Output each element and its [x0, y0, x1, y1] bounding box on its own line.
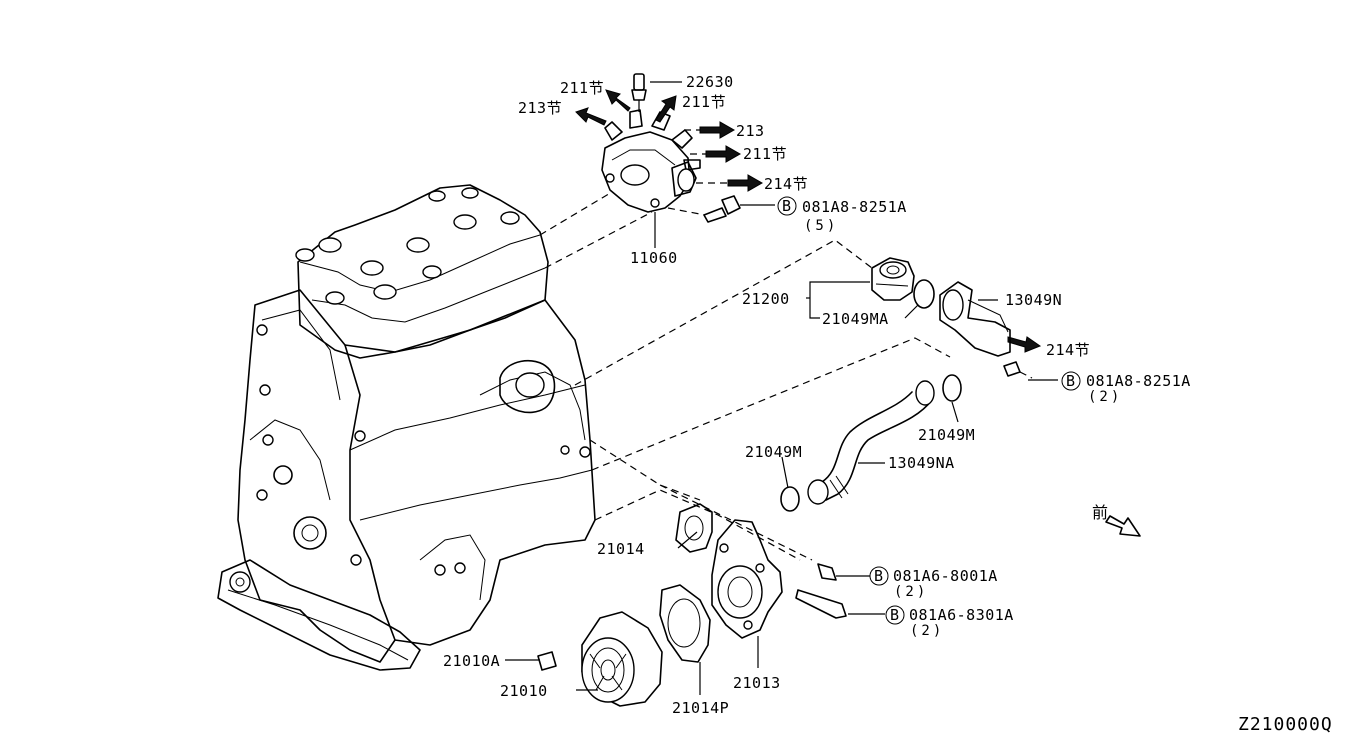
bolt-code: 081A6-8001A — [893, 567, 998, 585]
label-21049m-left: 21049M — [745, 443, 802, 461]
label-13049n: 13049N — [1005, 291, 1062, 309]
oring-21049m-top — [942, 374, 962, 402]
label-21010: 21010 — [500, 682, 548, 700]
reference-arrows — [575, 89, 1042, 353]
label-21049ma: 21049MA — [822, 310, 889, 328]
label-214-b: 214节 — [1046, 341, 1090, 359]
bolt-mark: B — [890, 606, 900, 624]
bolt-code: 081A8-8251A — [802, 198, 907, 216]
water-outlet-housing-11060 — [601, 109, 701, 213]
label-21014p: 21014P — [672, 699, 729, 717]
bolt-callout-3: B 081A6-8001A (2) — [869, 566, 998, 600]
bolt-mark: B — [782, 197, 792, 215]
bolt-mark: B — [874, 567, 884, 585]
label-13049na: 13049NA — [888, 454, 955, 472]
housing-bolt — [667, 195, 775, 223]
label-21049m-top: 21049M — [918, 426, 975, 444]
diagram-code: Z210000Q — [1238, 714, 1333, 735]
label-11060: 11060 — [630, 249, 678, 267]
cam-cover-caps — [295, 187, 520, 305]
gasket-21014p — [659, 584, 711, 663]
bolt-qty: (5) — [804, 218, 838, 234]
label-213-b: 213 — [736, 122, 765, 140]
pump-bolts — [505, 563, 885, 671]
label-213-a: 213节 — [518, 99, 562, 117]
label-211-a: 211节 — [560, 79, 604, 97]
bolt-qty: (2) — [894, 584, 928, 600]
label-21013: 21013 — [733, 674, 781, 692]
bolt-callout-4: B 081A6-8301A (2) — [885, 605, 1014, 639]
front-direction-indicator: 前 — [1092, 503, 1141, 537]
bolt-qty: (2) — [910, 623, 944, 639]
bolt-qty: (2) — [1088, 389, 1122, 405]
water-outlet-13049n — [939, 281, 1021, 377]
label-214-a: 214节 — [764, 175, 808, 193]
label-21014: 21014 — [597, 540, 645, 558]
leader-lines — [576, 212, 1058, 695]
bolt-mark: B — [1066, 372, 1076, 390]
oring-21049m-left — [780, 486, 800, 512]
front-glyph: 前 — [1092, 503, 1108, 522]
label-22630: 22630 — [686, 73, 734, 91]
water-pump-21010 — [581, 611, 663, 707]
pump-housing-21013 — [711, 519, 783, 639]
gasket-21014 — [675, 503, 713, 553]
oring-21049ma — [913, 279, 935, 309]
callout-labels: 22630 211节 213节 211节 213 211节 214节 11060… — [443, 73, 1090, 717]
bolt-code: 081A8-8251A — [1086, 372, 1191, 390]
bolt-code: 081A6-8301A — [909, 606, 1014, 624]
water-hose-13049na — [807, 380, 935, 505]
label-211-b: 211节 — [682, 93, 726, 111]
engine-block — [217, 184, 596, 671]
bolt-callout-2: B 081A8-8251A (2) — [1061, 371, 1191, 405]
label-21200: 21200 — [742, 290, 790, 308]
block-bolt-heads — [256, 324, 591, 576]
label-21010a: 21010A — [443, 652, 500, 670]
assembly-guides — [539, 191, 1033, 561]
thermostat-21200 — [871, 257, 915, 301]
label-211-c: 211节 — [743, 145, 787, 163]
bolt-callout-1: B 081A8-8251A (5) — [777, 196, 907, 234]
temperature-sensor-22630 — [631, 73, 682, 112]
